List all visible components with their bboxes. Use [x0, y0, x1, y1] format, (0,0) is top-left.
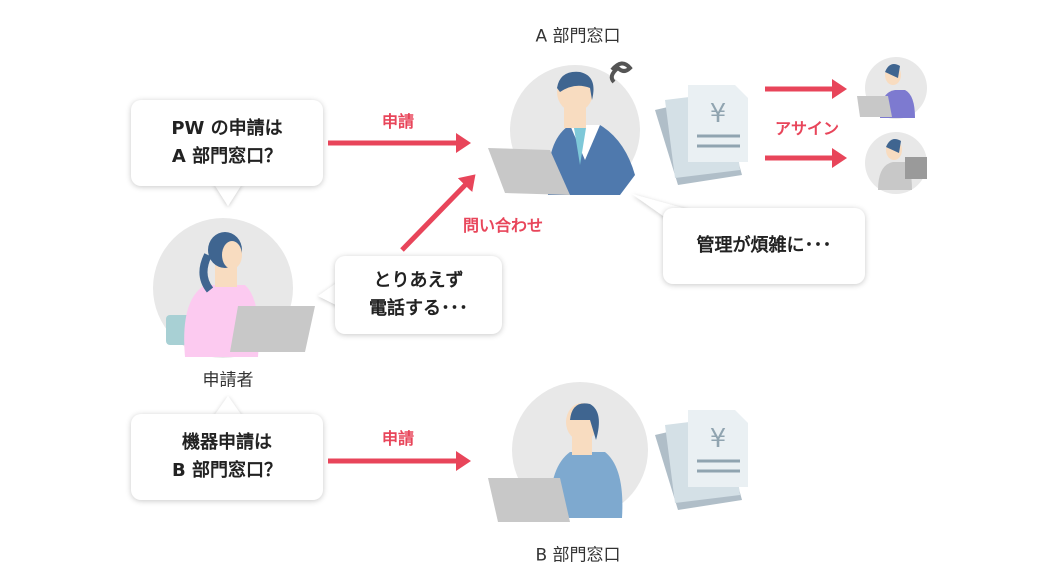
invoice-documents-icon-bottom: ¥: [655, 410, 748, 510]
bubble-tail-phone: [318, 282, 338, 306]
bubble-line: 管理が煩雑に･･･: [696, 235, 832, 256]
svg-text:¥: ¥: [710, 424, 727, 454]
laptop-icon: [230, 306, 315, 352]
laptop-icon: [488, 148, 570, 195]
invoice-documents-icon-top: ¥: [655, 85, 748, 185]
svg-text:¥: ¥: [710, 99, 727, 129]
speech-bubble-manage: 管理が煩雑に･･･: [663, 208, 865, 284]
bubble-line: 電話する･･･: [369, 298, 468, 319]
assignee-1-avatar: [857, 57, 927, 119]
bubble-tail-device: [214, 396, 242, 416]
apply-bottom-label: 申請: [381, 429, 415, 448]
dept-b-avatar: [488, 382, 648, 522]
dept-b-label: B 部門窓口: [535, 545, 621, 566]
stress-swirl-icon: [609, 61, 633, 84]
dept-a-avatar: [488, 61, 640, 195]
bubble-line: PW の申請は: [171, 118, 283, 139]
assign-label: アサイン: [774, 119, 840, 138]
inquiry-label: 問い合わせ: [462, 216, 544, 235]
speech-bubble-device: 機器申請は B 部門窓口？: [131, 414, 323, 500]
arrow-inquiry: [400, 174, 476, 252]
assignee-2-avatar: [865, 132, 927, 194]
bubble-line: B 部門窓口？: [172, 460, 282, 481]
bubble-tail-pw: [214, 184, 242, 206]
speech-bubble-pw: PW の申請は A 部門窓口？: [131, 100, 323, 186]
dept-a-label: A 部門窓口: [535, 26, 621, 47]
laptop-icon: [488, 478, 570, 522]
speech-bubble-phone: とりあえず 電話する･･･: [335, 256, 502, 334]
bubble-line: とりあえず: [373, 270, 464, 291]
applicant-label: 申請者: [202, 370, 254, 391]
apply-top-label: 申請: [381, 112, 415, 131]
bubble-line: 機器申請は: [182, 432, 272, 453]
bubble-line: A 部門窓口？: [171, 146, 283, 167]
applicant-avatar: [153, 218, 315, 358]
